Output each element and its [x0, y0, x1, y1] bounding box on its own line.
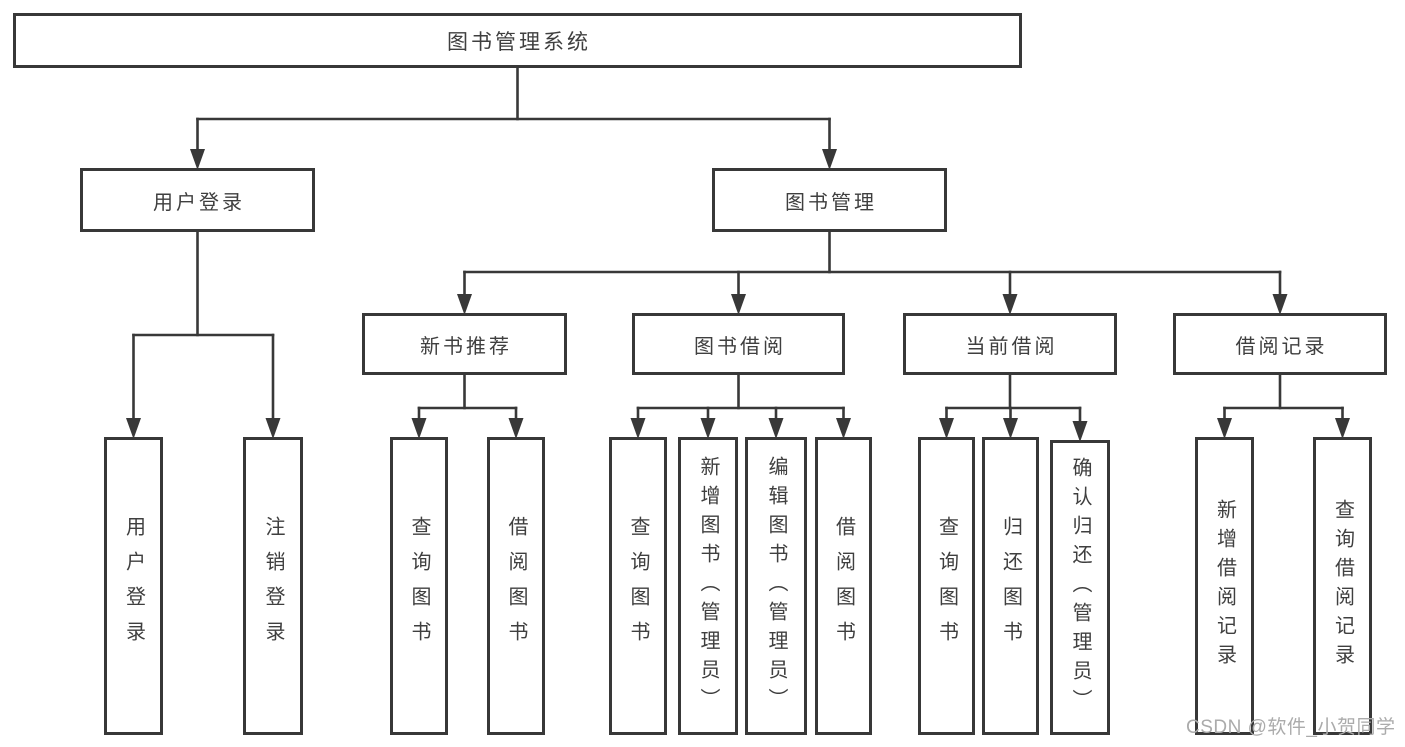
node-cb-query: 查询图书: [918, 437, 975, 735]
arrowhead-icon: [836, 418, 851, 439]
node-login: 用户登录: [80, 168, 315, 232]
node-label-cb-confirm: 确认归还（管理员）: [1069, 457, 1091, 718]
node-cb-confirm: 确认归还（管理员）: [1050, 440, 1110, 735]
node-label-bb-query: 查询图书: [627, 516, 649, 656]
arrowhead-icon: [1002, 294, 1018, 315]
node-br-query: 查询借阅记录: [1313, 437, 1372, 735]
arrowhead-icon: [630, 418, 646, 439]
node-label-newbook: 新书推荐: [420, 335, 512, 358]
node-newbook: 新书推荐: [362, 313, 567, 375]
node-nb-query: 查询图书: [390, 437, 448, 735]
arrowhead-icon: [1072, 421, 1088, 442]
node-current: 当前借阅: [903, 313, 1117, 375]
node-nb-borrow: 借阅图书: [487, 437, 545, 735]
node-bb-edit: 编辑图书（管理员）: [745, 437, 807, 735]
node-label-root: 图书管理系统: [447, 30, 591, 54]
node-label-logout: 注销登录: [262, 516, 284, 656]
node-bb-borrow: 借阅图书: [815, 437, 872, 735]
arrowhead-icon: [1217, 418, 1232, 439]
node-records: 借阅记录: [1173, 313, 1387, 375]
csdn-watermark: CSDN @软件_小贺同学: [1186, 717, 1396, 738]
arrowhead-icon: [1003, 418, 1018, 439]
node-label-br-add: 新增借阅记录: [1213, 499, 1236, 673]
arrowhead-icon: [700, 418, 716, 439]
node-label-current: 当前借阅: [965, 335, 1058, 358]
node-label-user-login: 用户登录: [122, 516, 145, 656]
node-label-br-query: 查询借阅记录: [1331, 499, 1354, 673]
arrowhead-icon: [411, 418, 427, 439]
arrowhead-icon: [1272, 294, 1288, 315]
node-label-bb-add: 新增图书（管理员）: [697, 455, 719, 717]
node-label-cb-query: 查询图书: [935, 516, 958, 656]
node-label-borrow: 图书借阅: [694, 335, 786, 358]
node-label-nb-borrow: 借阅图书: [505, 516, 527, 656]
arrowhead-icon: [457, 294, 472, 315]
node-mgmt: 图书管理: [712, 168, 947, 232]
node-bb-add: 新增图书（管理员）: [678, 437, 738, 735]
node-label-bb-borrow: 借阅图书: [832, 516, 855, 656]
node-label-records: 借阅记录: [1235, 335, 1328, 358]
arrowhead-icon: [265, 418, 281, 439]
node-label-cb-return: 归还图书: [999, 516, 1022, 656]
node-cb-return: 归还图书: [982, 437, 1039, 735]
arrowhead-icon: [822, 149, 837, 170]
node-logout: 注销登录: [243, 437, 303, 735]
arrowhead-icon: [1335, 418, 1350, 439]
node-label-mgmt: 图书管理: [785, 191, 877, 214]
node-label-nb-query: 查询图书: [408, 516, 430, 656]
node-br-add: 新增借阅记录: [1195, 437, 1254, 735]
arrowhead-icon: [126, 418, 141, 439]
node-label-bb-edit: 编辑图书（管理员）: [765, 455, 787, 717]
arrowhead-icon: [768, 418, 784, 439]
node-borrow: 图书借阅: [632, 313, 845, 375]
node-user-login: 用户登录: [104, 437, 163, 735]
arrowhead-icon: [939, 418, 954, 439]
node-label-login: 用户登录: [153, 191, 245, 214]
arrowhead-icon: [190, 149, 205, 170]
arrowhead-icon: [508, 418, 524, 439]
arrowhead-icon: [731, 294, 746, 315]
node-bb-query: 查询图书: [609, 437, 667, 735]
node-root: 图书管理系统: [13, 13, 1022, 68]
